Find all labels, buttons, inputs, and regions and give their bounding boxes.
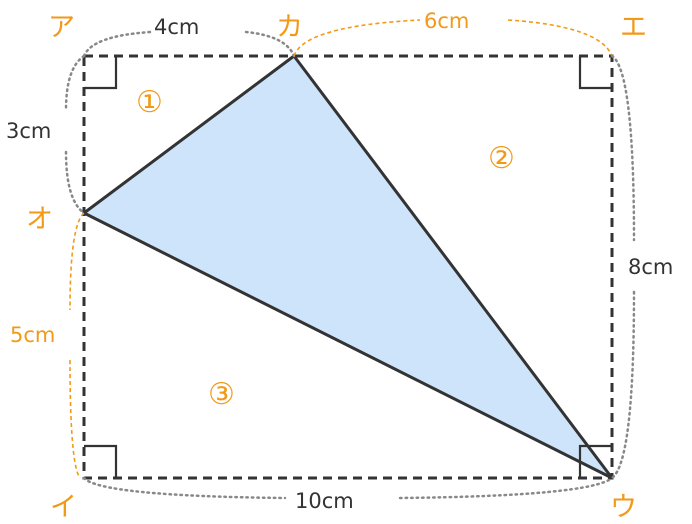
measure-a-o: 3cm: [6, 119, 51, 143]
vertex-label-ka: カ: [276, 12, 303, 43]
right-angle-marker-e: [578, 56, 612, 90]
brace-ka-e: [293, 19, 613, 57]
right-angle-marker-i: [84, 444, 118, 478]
region-label-3: ③: [208, 377, 235, 412]
brace-a-ka: [82, 30, 296, 58]
vertex-label-e: エ: [620, 12, 647, 43]
measure-i-u: 10cm: [295, 489, 354, 513]
brace-o-i: [69, 212, 85, 479]
vertex-label-i: イ: [50, 492, 77, 523]
brace-i-u: [82, 476, 614, 500]
right-angle-markers: [84, 56, 612, 478]
brace-a-o: [64, 54, 86, 215]
right-angle-marker-u: [578, 444, 612, 478]
region-label-1: ①: [136, 85, 163, 120]
vertex-label-o: オ: [26, 204, 53, 235]
vertex-label-u: ウ: [610, 492, 637, 523]
dashed-rectangle: [82, 54, 614, 480]
vertex-label-a: ア: [48, 12, 75, 43]
measure-o-i: 5cm: [10, 323, 55, 347]
region-label-2: ②: [488, 141, 515, 176]
brace-e-u: [610, 54, 636, 480]
right-angle-marker-a: [84, 56, 118, 90]
measure-e-u: 8cm: [628, 255, 673, 279]
measure-a-ka: 4cm: [154, 15, 199, 39]
shaded-triangle: [82, 54, 614, 480]
measure-ka-e: 6cm: [424, 9, 469, 33]
